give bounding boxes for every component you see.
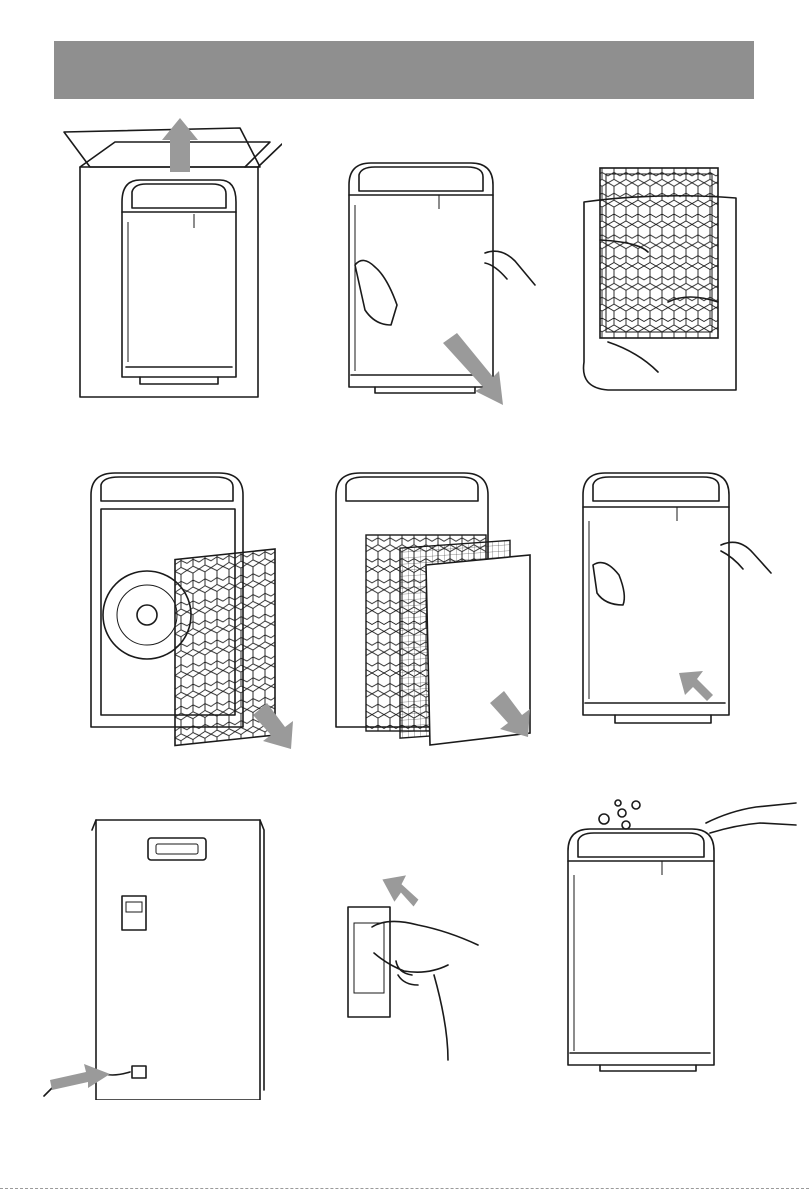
insert-hepa-filter-illustration bbox=[330, 465, 545, 755]
step-reattach-front-cover bbox=[575, 465, 785, 735]
front-cover-attach-illustration bbox=[575, 465, 785, 735]
front-cover-removal-illustration bbox=[335, 155, 545, 405]
power-cord-rear-illustration bbox=[40, 810, 270, 1100]
wall-outlet-plug-illustration bbox=[338, 835, 498, 1065]
insert-carbon-filter-illustration bbox=[85, 465, 300, 755]
step-remove-front-cover bbox=[335, 155, 545, 405]
step-plug-into-outlet bbox=[338, 835, 498, 1065]
step-insert-hepa-filter bbox=[330, 465, 545, 755]
step-insert-carbon-filter bbox=[85, 465, 300, 755]
power-button-press-illustration bbox=[560, 795, 800, 1075]
step-connect-power-cord bbox=[40, 810, 270, 1100]
instruction-header-banner bbox=[54, 41, 754, 99]
step-press-power-button bbox=[560, 795, 800, 1075]
page-bottom-divider bbox=[0, 1188, 809, 1189]
step-unwrap-filter bbox=[578, 162, 743, 402]
box-unpacking-illustration bbox=[60, 112, 282, 402]
filter-in-plastic-bag-illustration bbox=[578, 162, 743, 402]
step-unbox-purifier bbox=[60, 112, 282, 402]
